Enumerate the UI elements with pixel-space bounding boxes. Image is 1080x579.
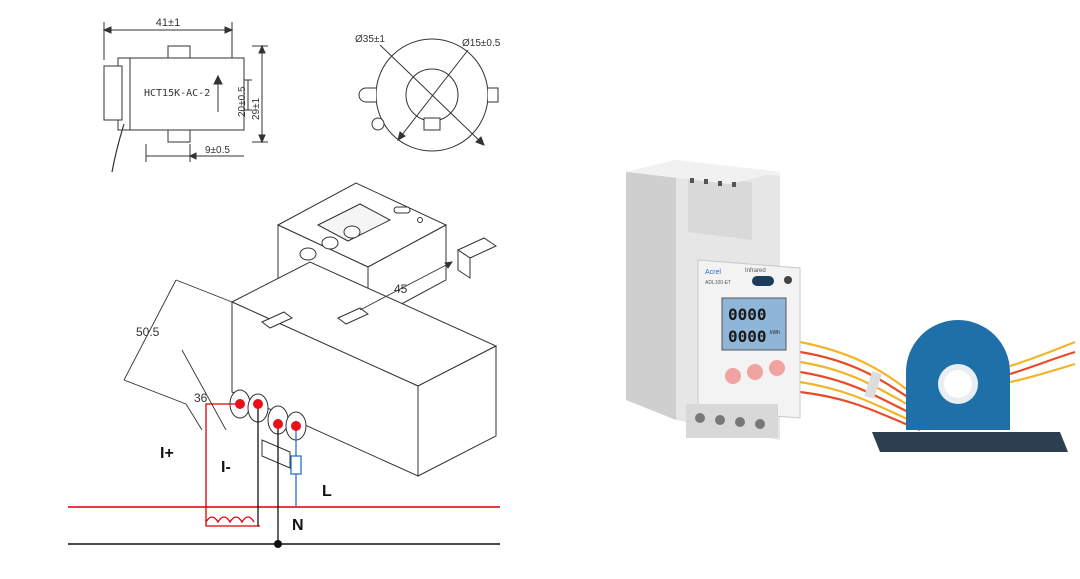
lcd-unit: kWh (770, 330, 780, 336)
lcd-screen (721, 297, 787, 351)
fuse-symbol (290, 455, 302, 475)
lcd-top-digits: 0000 (728, 305, 767, 324)
label-i-plus: I+ (160, 445, 174, 462)
terminal-dots (235, 399, 301, 431)
label-i-minus: I- (221, 459, 231, 476)
meter-depth-dim: 45 (394, 282, 408, 296)
ct-side-view (102, 22, 268, 173)
meter-width-dim: 36 (194, 391, 208, 405)
meter-drawing (229, 182, 498, 477)
lcd-bottom-digits: 0000 (728, 327, 767, 346)
ct-height-outer-dim: 29±1 (251, 97, 262, 120)
brand-label: Acrel (705, 269, 721, 276)
infrared-label: Infrared (745, 268, 766, 274)
ct-bottom-dim: 9±0.5 (205, 145, 230, 156)
ct-width-dim: 41±1 (156, 17, 180, 29)
meter-button-left (725, 368, 741, 384)
model-label: ADL100-ET (705, 280, 731, 286)
meter-height-dim: 50.5 (136, 325, 160, 339)
neutral-junction (274, 540, 282, 548)
meter-dimensions (123, 261, 453, 431)
label-neutral: N (292, 517, 304, 534)
ct-front-view (358, 38, 499, 152)
ct-model-label: HCT15K-AC-2 (144, 88, 210, 99)
meter-wires (799, 340, 1076, 432)
wiring (68, 403, 500, 545)
meter-button-right (769, 360, 785, 376)
ct-inner-dia-dim: Ø15±0.5 (462, 38, 501, 49)
ct-outer-dia-dim: Ø35±1 (355, 34, 385, 45)
ct-height-inner-dim: 20±0.5 (237, 86, 248, 117)
meter-button-middle (747, 364, 763, 380)
product-photo: Acrel Infrared ADL100-ET 0000 0000 kWh (626, 160, 1076, 452)
label-line: L (322, 483, 332, 500)
